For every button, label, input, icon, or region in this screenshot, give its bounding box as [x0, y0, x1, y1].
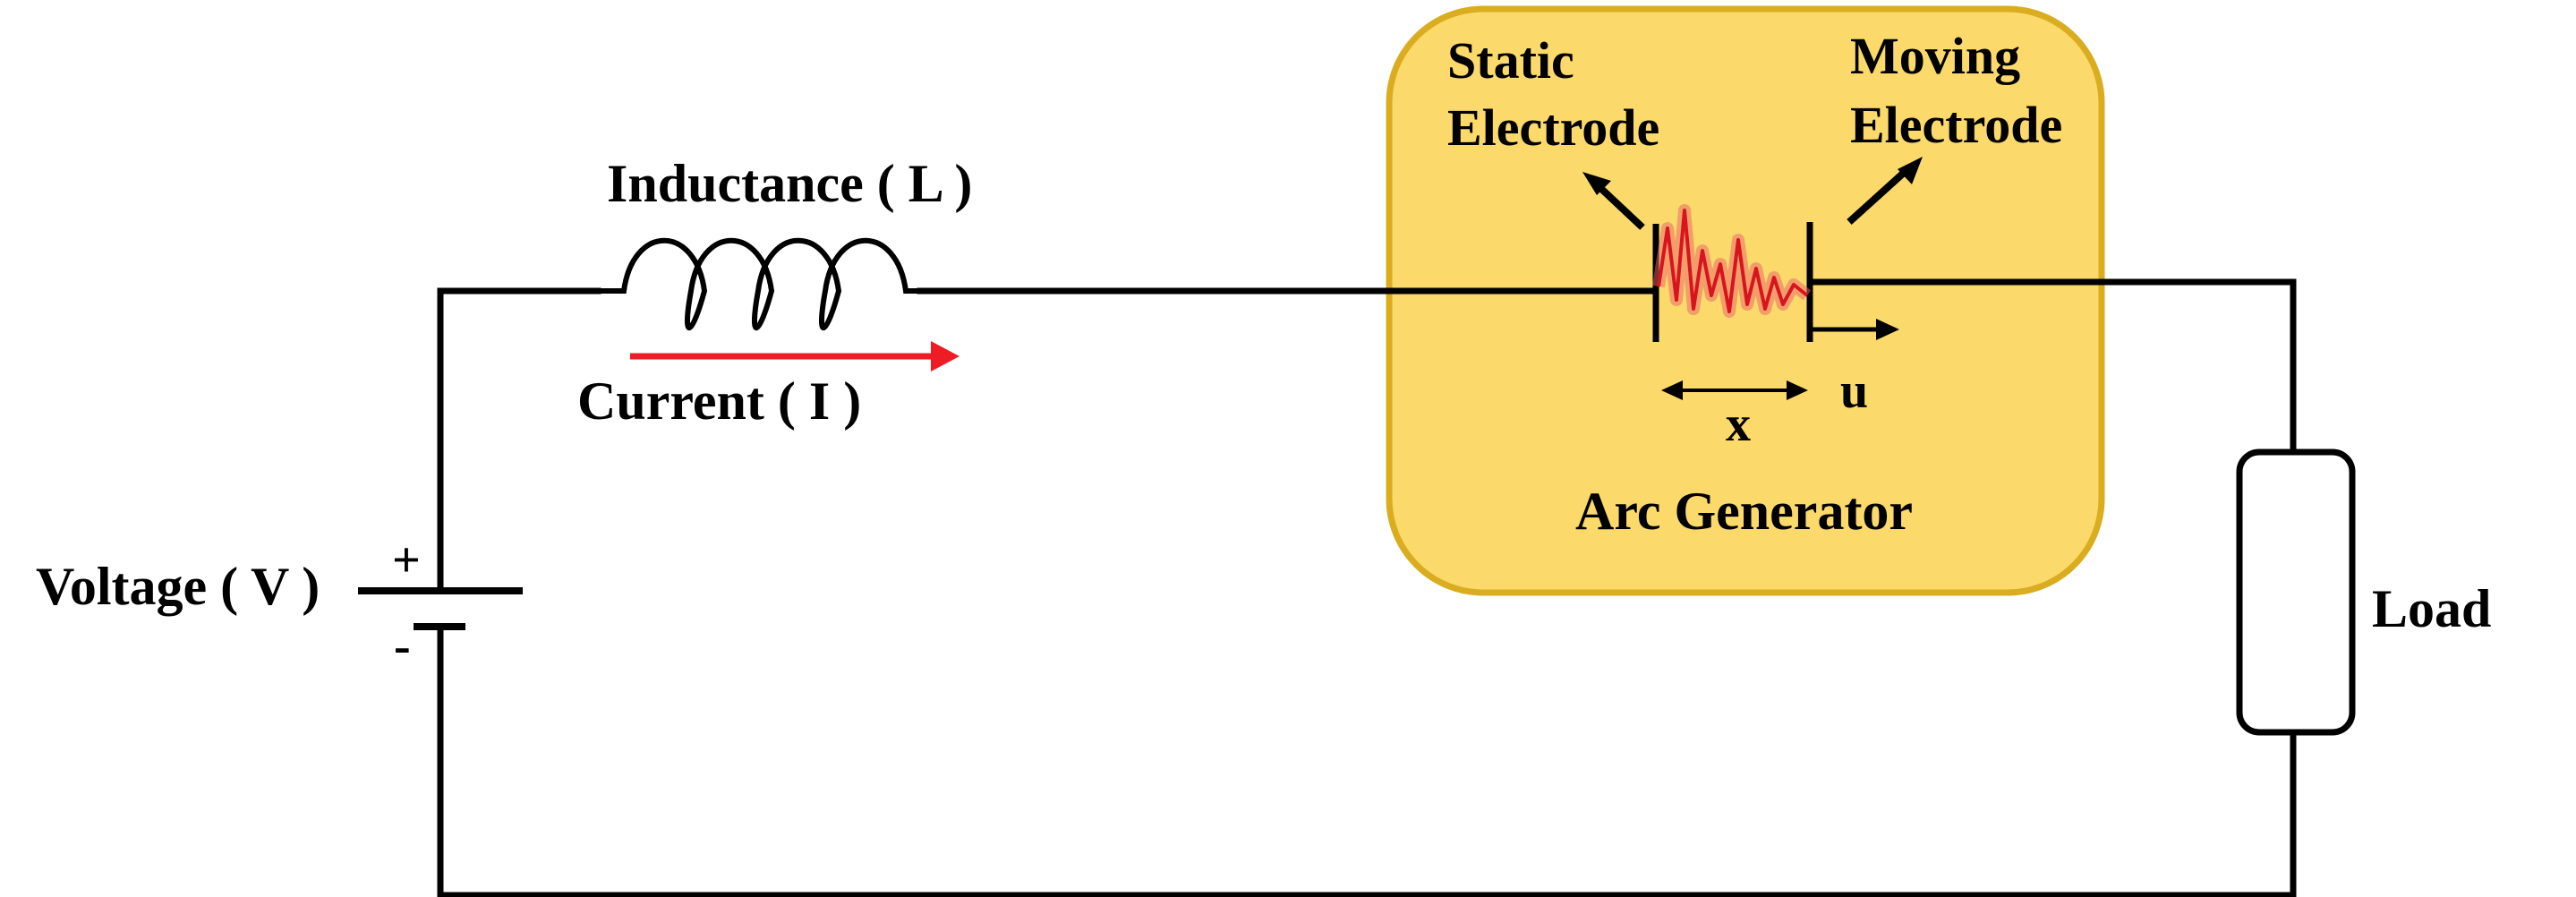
voltage-label: Voltage ( V )	[36, 557, 320, 616]
current-label: Current ( I )	[577, 372, 861, 431]
right-wire	[1806, 278, 2297, 456]
load-label: Load	[2372, 579, 2491, 638]
gap-dimension-arrow	[1661, 380, 1808, 400]
electric-arc	[1652, 204, 1812, 318]
left-wire	[437, 287, 601, 594]
current-arrow	[630, 341, 960, 372]
inductance-label: Inductance ( L )	[607, 154, 972, 213]
static-electrode-pointer	[1582, 172, 1645, 230]
velocity-arrow	[1810, 319, 1899, 340]
moving-electrode-label-line1: Moving	[1850, 27, 2020, 85]
battery-symbol	[358, 587, 523, 630]
minus-sign: -	[394, 619, 411, 674]
inductor-coil	[598, 238, 920, 331]
static-electrode-label-line2: Electrode	[1447, 98, 1659, 157]
load-resistor	[2236, 448, 2356, 736]
moving-electrode-label-line2: Electrode	[1850, 96, 2062, 154]
velocity-label: u	[1840, 363, 1868, 419]
moving-electrode-pointer	[1847, 157, 1923, 225]
gap-label: x	[1726, 397, 1751, 452]
circuit-wires	[437, 278, 2297, 897]
plus-sign: +	[392, 533, 421, 588]
bottom-wire	[437, 623, 2297, 897]
arc-generator-label: Arc Generator	[1575, 482, 1913, 541]
static-electrode-label-line1: Static	[1447, 31, 1574, 90]
